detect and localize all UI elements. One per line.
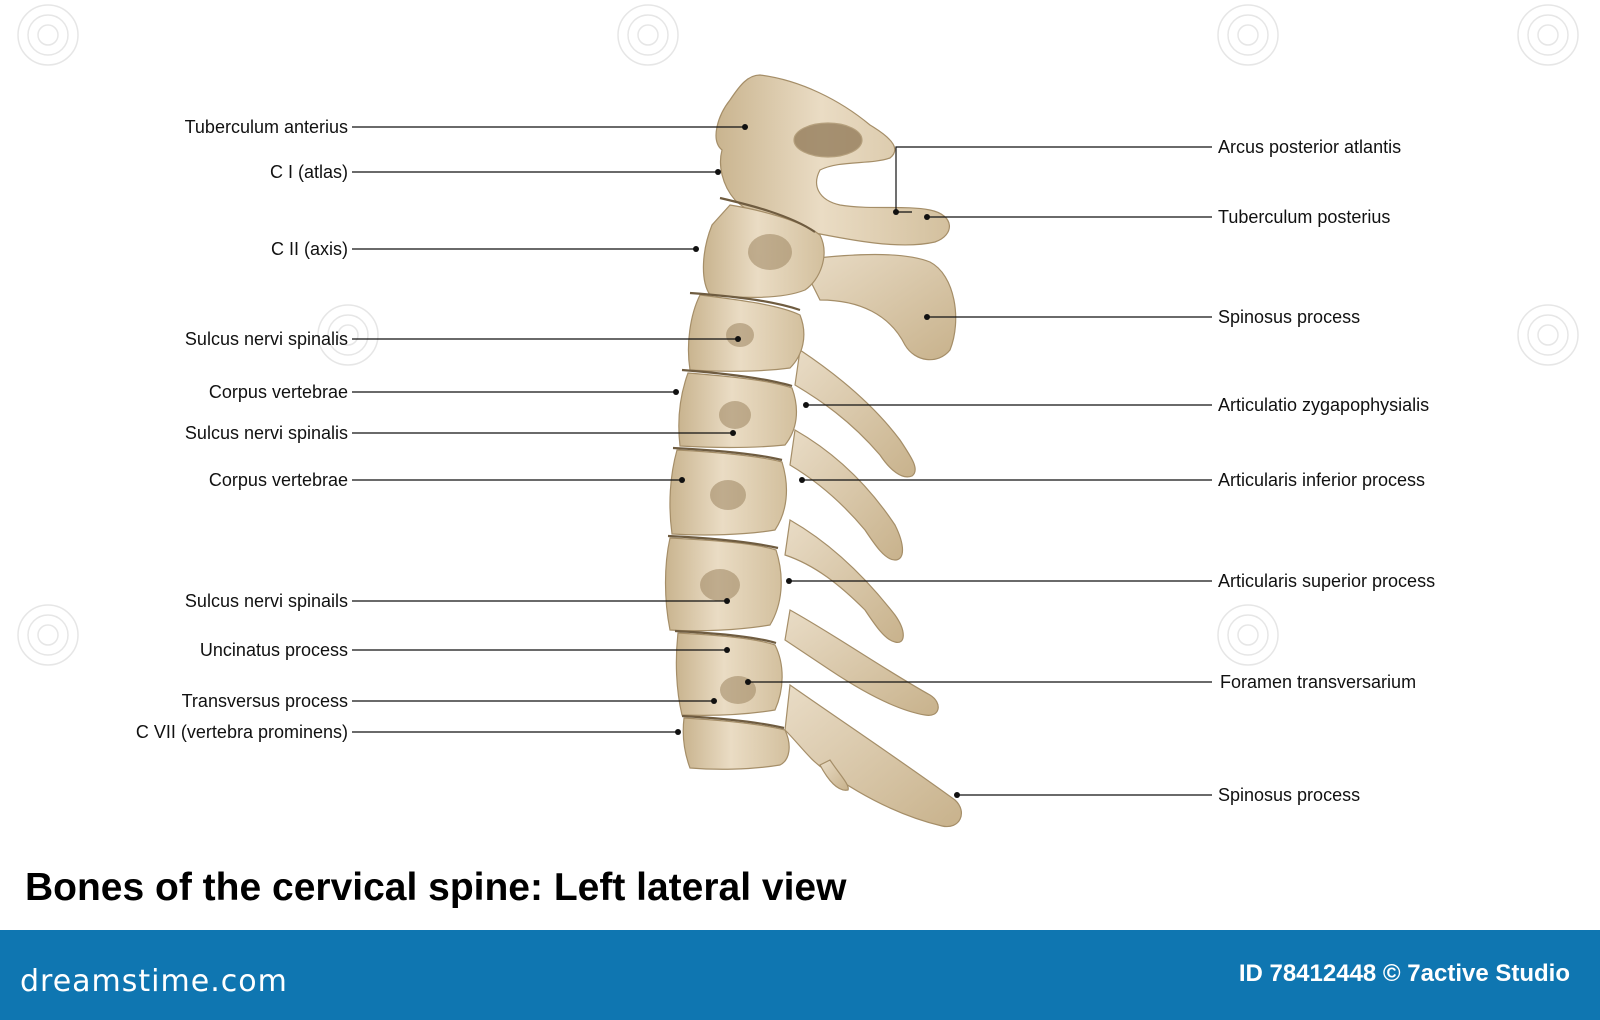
labels-left: Tuberculum anterius C I (atlas) C II (ax…: [136, 117, 348, 742]
labels-right: Arcus posterior atlantis Tuberculum post…: [1218, 137, 1435, 805]
label-c2-axis: C II (axis): [271, 239, 348, 259]
watermark: [17, 4, 1579, 666]
label-corpus-vertebrae-1: Corpus vertebrae: [209, 382, 348, 402]
label-spinosus-process-1: Spinosus process: [1218, 307, 1360, 327]
label-c7-vertebra-prominens: C VII (vertebra prominens): [136, 722, 348, 742]
leader-lines-right: [745, 146, 1212, 798]
label-c1-atlas: C I (atlas): [270, 162, 348, 182]
label-articulatio-zygapophysialis: Articulatio zygapophysialis: [1218, 395, 1429, 415]
label-foramen-transversarium: Foramen transversarium: [1220, 672, 1416, 692]
brand-logo-text[interactable]: dreamstime.com: [20, 964, 288, 999]
label-sulcus-nervi-spinalis-1: Sulcus nervi spinalis: [185, 329, 348, 349]
diagram-canvas: Tuberculum anterius C I (atlas) C II (ax…: [17, 4, 1579, 828]
atlas: [715, 74, 950, 246]
page-title: Bones of the cervical spine: Left latera…: [25, 866, 847, 909]
leader-lines-left: [352, 124, 748, 735]
label-arcus-posterior-atlantis: Arcus posterior atlantis: [1218, 137, 1401, 157]
image-credit: ID 78412448 © 7active Studio: [1238, 960, 1570, 987]
label-articularis-inferior-process: Articularis inferior process: [1218, 470, 1425, 490]
footer-bar: dreamstime.com ID 78412448 © 7active Stu…: [0, 930, 1600, 1020]
label-sulcus-nervi-spinails: Sulcus nervi spinails: [185, 591, 348, 611]
label-tuberculum-posterius: Tuberculum posterius: [1218, 207, 1390, 227]
spinous-processes: [784, 254, 962, 828]
label-transversus-process: Transversus process: [182, 691, 348, 711]
cervical-spine-illustration: [664, 74, 962, 828]
label-spinosus-process-2: Spinosus process: [1218, 785, 1360, 805]
label-uncinatus-process: Uncinatus process: [200, 640, 348, 660]
label-corpus-vertebrae-2: Corpus vertebrae: [209, 470, 348, 490]
label-sulcus-nervi-spinalis-2: Sulcus nervi spinalis: [185, 423, 348, 443]
disc-lines: [667, 196, 816, 730]
label-articularis-superior-process: Articularis superior process: [1218, 571, 1435, 591]
label-tuberculum-anterius: Tuberculum anterius: [185, 117, 348, 137]
